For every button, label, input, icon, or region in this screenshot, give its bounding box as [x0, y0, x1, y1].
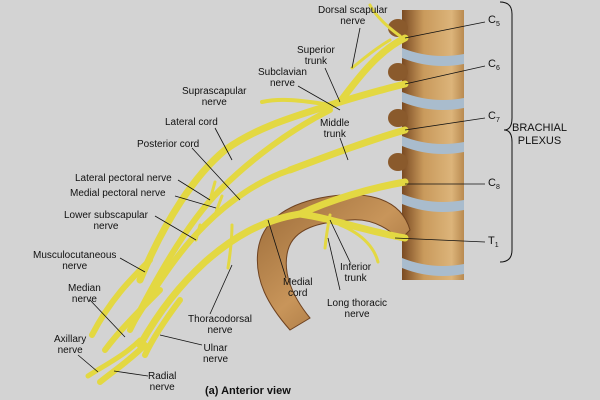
leader-lateral-pectoral: [177, 179, 211, 201]
root-c7: [286, 126, 409, 174]
radial-nerve-fiber: [97, 342, 148, 385]
root-label-t1: T1: [488, 235, 499, 249]
leader-lateral-cord: [214, 127, 233, 161]
leader-middle-trunk: [339, 137, 349, 161]
leader-c7: [404, 117, 486, 131]
leader-ulnar: [159, 334, 203, 346]
root-c8: [296, 178, 409, 218]
root-sub: 1: [494, 242, 499, 250]
group-label-line: PLEXUS: [517, 135, 562, 147]
label-medial-pectoral-nerve: Medial pectoral nerve: [70, 188, 166, 199]
leader-c5: [404, 21, 486, 39]
root-t1: [296, 210, 409, 242]
root-c6: [336, 80, 409, 106]
lower-subscapular-nerve-fiber: [194, 223, 202, 242]
leader-medial-pectoral: [174, 195, 217, 209]
inferior-trunk-branch: [338, 223, 380, 264]
root-sub: 6: [495, 65, 500, 73]
lateral-pectoral-nerve-fiber: [208, 180, 217, 202]
long-thoracic-nerve-fiber: [323, 213, 332, 250]
root-base: C: [488, 110, 496, 122]
root-label-c7: C7: [488, 110, 500, 124]
thoracodorsal-nerve-fiber: [226, 223, 234, 270]
leader-thoracodorsal: [209, 264, 233, 315]
dorsal-scapular-branch: [350, 38, 392, 70]
label-lateral-cord: Lateral cord: [165, 117, 218, 128]
vertebral-column: [388, 10, 464, 280]
medial-cord: [136, 210, 304, 349]
leader-posterior-cord: [191, 147, 241, 201]
first-rib: [256, 194, 411, 331]
medial-pectoral-nerve-fiber: [214, 194, 224, 214]
plexus-bracket: [499, 1, 513, 263]
intervertebral-disc: [402, 92, 464, 110]
leader-lower-subscapular: [154, 215, 197, 241]
superior-trunk: [136, 98, 344, 284]
root-base: T: [488, 235, 495, 247]
root-sub: 5: [495, 21, 500, 29]
root-base: C: [488, 177, 496, 189]
root-sub: 8: [495, 184, 500, 192]
posterior-cord: [127, 107, 333, 333]
label-posterior-cord: Posterior cord: [137, 139, 200, 150]
leader-musculocutaneous: [119, 257, 146, 273]
dorsal-scapular-nerve: [368, 3, 402, 38]
ulnar-nerve-fiber: [142, 297, 183, 358]
root-c5: [336, 34, 409, 106]
transverse-process: [388, 63, 408, 81]
group-label-line: BRACHIAL: [512, 122, 568, 134]
figure-caption: (a) Anterior view: [205, 385, 291, 397]
middle-trunk: [132, 167, 293, 323]
musculocutaneous-nerve-fiber: [89, 257, 153, 338]
root-base: C: [488, 14, 496, 26]
leader-median: [89, 299, 126, 338]
leader-superior-trunk: [324, 67, 341, 103]
transverse-process: [388, 109, 408, 127]
leader-medial-cord: [267, 219, 287, 279]
leader-subclavian: [297, 85, 341, 111]
root-base: C: [488, 58, 496, 70]
suprascapular-nerve: [260, 97, 332, 107]
leader-inferior-trunk: [329, 219, 351, 263]
intervertebral-disc: [402, 258, 464, 276]
intervertebral-disc: [402, 194, 464, 212]
median-nerve-fiber: [102, 287, 163, 353]
root-label-c8: C8: [488, 177, 500, 191]
root-label-c5: C5: [488, 14, 500, 28]
root-label-c6: C6: [488, 58, 500, 72]
nerves: [85, 3, 409, 385]
leader-c6: [404, 65, 486, 85]
leader-lines: [77, 1, 513, 377]
label-lateral-pectoral-nerve: Lateral pectoral nerve: [75, 173, 172, 184]
leader-axillary: [77, 354, 99, 373]
leader-radial: [113, 370, 149, 377]
leader-dorsal-scapular: [351, 27, 361, 69]
intervertebral-disc: [402, 48, 464, 66]
leader-long-thoracic: [327, 237, 341, 291]
intervertebral-disc: [402, 136, 464, 154]
axillary-nerve-fiber: [85, 337, 143, 379]
brachial-plexus-label: BRACHIAL PLEXUS: [512, 122, 567, 148]
leader-t1: [394, 237, 486, 243]
transverse-process: [388, 153, 408, 171]
root-sub: 7: [495, 117, 500, 125]
